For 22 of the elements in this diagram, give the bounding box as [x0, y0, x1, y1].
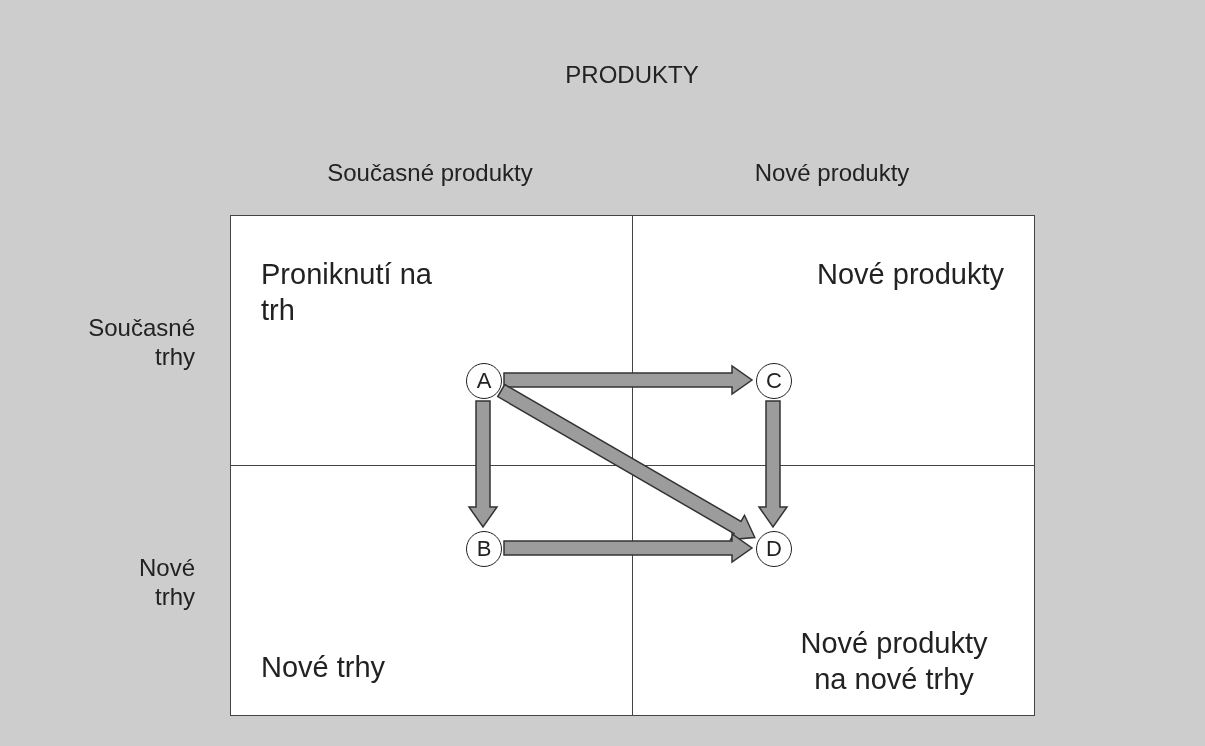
circle-node: C	[756, 363, 792, 399]
axis-label: Nové trhy	[137, 553, 195, 611]
arrow	[757, 400, 789, 529]
quadrant-title: Nové produkty na nové trhy	[799, 626, 989, 697]
axis-label: Nové produkty	[753, 158, 911, 187]
matrix-quadrant	[230, 215, 633, 466]
arrow	[503, 532, 754, 564]
matrix-quadrant	[632, 215, 1035, 466]
axis-label: Současné produkty	[326, 158, 534, 187]
arrow	[496, 383, 756, 541]
circle-node: D	[756, 531, 792, 567]
arrow	[503, 364, 754, 396]
quadrant-title: Proniknutí na trh	[261, 257, 433, 328]
axis-label: Současné trhy	[87, 313, 195, 371]
matrix-quadrant	[632, 465, 1035, 716]
matrix-quadrant	[230, 465, 633, 716]
quadrant-title: Nové trhy	[261, 650, 387, 685]
circle-node: B	[466, 531, 502, 567]
quadrant-title: Nové produkty	[816, 257, 1004, 292]
arrow	[467, 400, 499, 529]
heading: PRODUKTY	[564, 60, 700, 89]
circle-node: A	[466, 363, 502, 399]
